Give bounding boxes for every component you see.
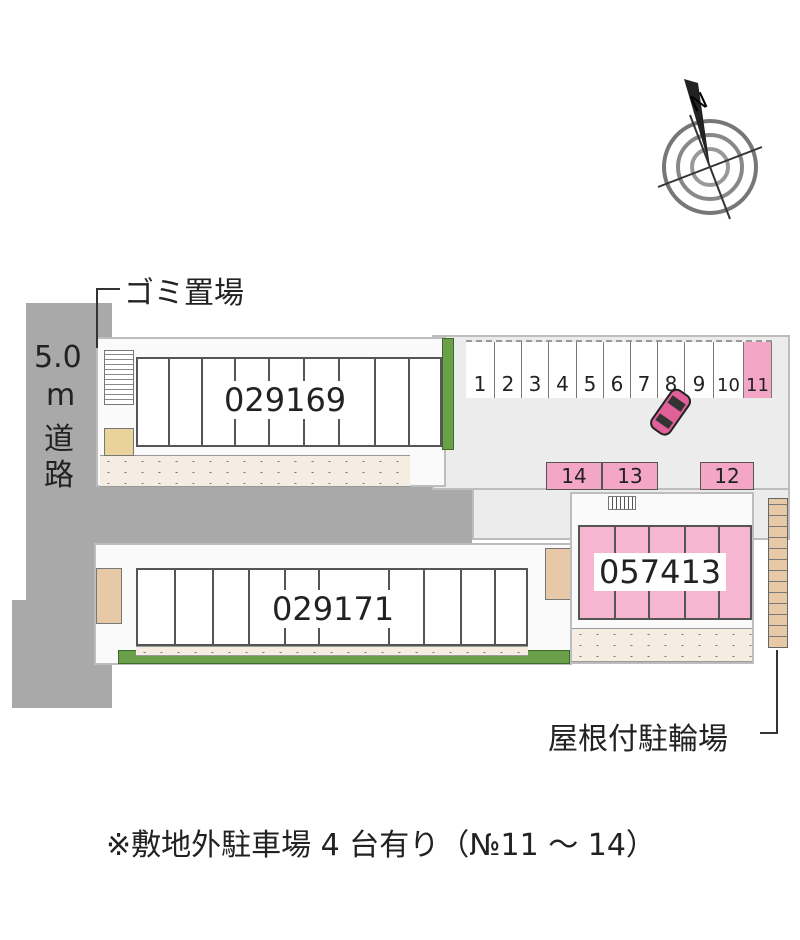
- road-unit-label: m: [46, 378, 76, 413]
- hedge-north: [442, 338, 454, 450]
- gravel-strip-north: [100, 455, 410, 487]
- parking-space: 3: [522, 342, 549, 398]
- compass-rose-icon: [657, 79, 763, 220]
- parking-space: 8: [658, 342, 685, 398]
- stairs-north: [104, 350, 134, 405]
- parking-space: 2: [495, 342, 522, 398]
- stairs-west: [96, 568, 122, 624]
- stairs-east: [608, 496, 636, 510]
- garbage-area-label: ゴミ置場: [124, 276, 244, 311]
- building-029169: 029169: [136, 357, 442, 447]
- bicycle-parking-label: 屋根付駐輪場: [548, 722, 728, 757]
- footnote: ※敷地外駐車場 4 台有り（№11 ～ 14）: [106, 828, 656, 863]
- parking-space: 6: [604, 342, 631, 398]
- road-bottom-flare: [12, 600, 42, 708]
- building-029171: 029171: [136, 568, 528, 646]
- stairs-middle: [545, 548, 571, 600]
- gravel-strip-east: [572, 628, 752, 662]
- road-label-char-2: 路: [44, 458, 74, 493]
- parking-row: 1 2 3 4 5 6 7 8 9 10 11: [466, 340, 772, 398]
- parking-space: 7: [631, 342, 658, 398]
- offsite-space-13: 13: [602, 462, 658, 490]
- garbage-area: [104, 428, 134, 456]
- car-icon: [650, 388, 692, 436]
- road-side-access: [100, 487, 472, 543]
- garbage-leader-line: [96, 288, 120, 348]
- bicycle-leader-line: [760, 650, 778, 734]
- offsite-space-12: 12: [700, 462, 754, 490]
- building-057413: 057413: [578, 525, 752, 620]
- building-id-label: 029171: [266, 590, 401, 628]
- building-id-label: 029169: [218, 381, 353, 419]
- building-id-label: 057413: [594, 553, 727, 591]
- road-width-label: 5.0: [34, 340, 82, 375]
- north-label: N: [687, 88, 712, 118]
- offsite-space-14: 14: [546, 462, 602, 490]
- parking-space: 4: [549, 342, 577, 398]
- parking-space-highlighted: 11: [744, 342, 772, 398]
- compass: N: [657, 79, 763, 220]
- gravel-strip-south: [136, 646, 528, 656]
- parking-space: 5: [577, 342, 604, 398]
- parking-space: 1: [466, 342, 495, 398]
- road-label-char-1: 道: [44, 422, 74, 457]
- bicycle-parking: [768, 498, 788, 648]
- parking-space: 10: [714, 342, 744, 398]
- parking-space: 9: [685, 342, 714, 398]
